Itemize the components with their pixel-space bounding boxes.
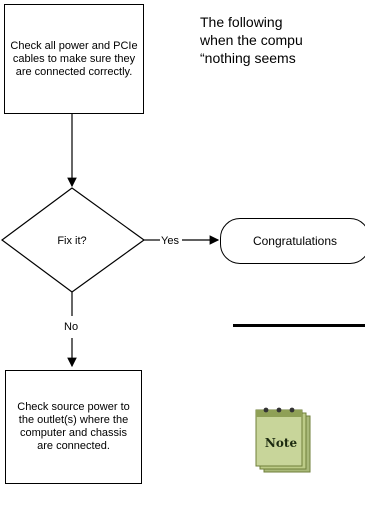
congratulations-terminal: Congratulations — [220, 218, 365, 264]
step-check-source-power-text: Check source power to the outlet(s) wher… — [17, 401, 130, 452]
yes-label: Yes — [161, 235, 179, 247]
note-label: Note — [264, 436, 298, 450]
step-check-source-power: Check source power to the outlet(s) wher… — [5, 370, 142, 484]
decision-label: Fix it? — [57, 235, 86, 247]
congratulations-text: Congratulations — [252, 234, 338, 248]
note-callout: Note — [240, 404, 320, 474]
note-pad-icon — [255, 407, 311, 473]
paragraph-line: when the compu — [200, 32, 303, 48]
paragraph-line: “nothing seems — [200, 50, 296, 66]
section-divider — [233, 324, 365, 327]
step-check-cables: Check all power and PCIe cables to make … — [4, 4, 144, 114]
intro-paragraph: The following when the compu “nothing se… — [200, 13, 365, 67]
paragraph-line: The following — [200, 14, 283, 30]
step-check-cables-text: Check all power and PCIe cables to make … — [10, 39, 138, 78]
no-label: No — [64, 321, 78, 333]
